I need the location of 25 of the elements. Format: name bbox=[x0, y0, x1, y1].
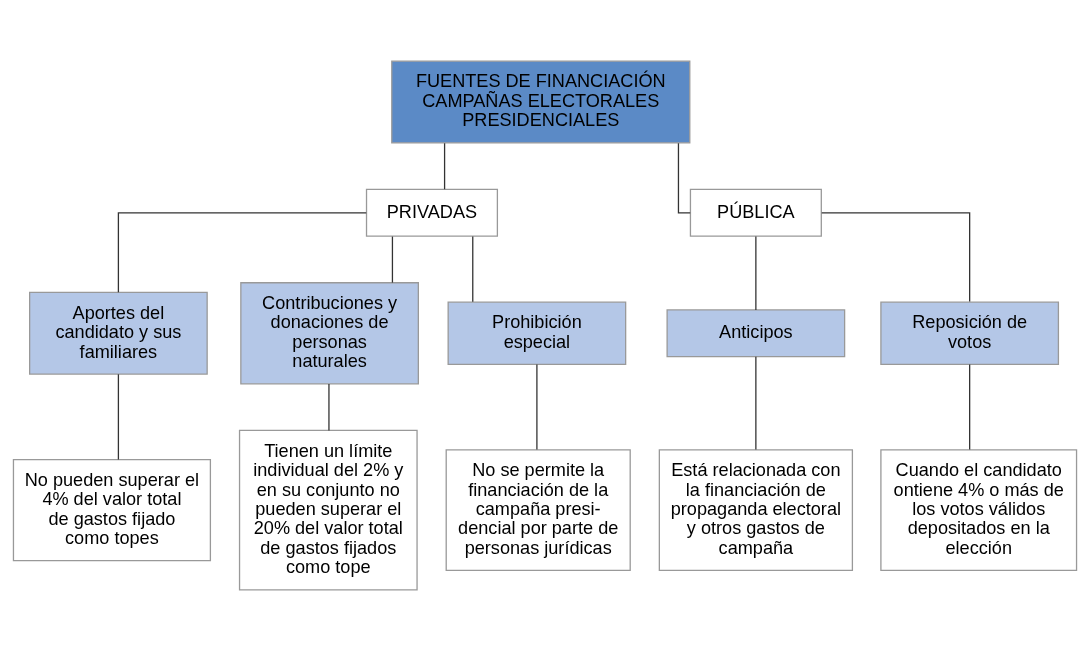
node-box: No pueden superar el 4% del valor total de gastos fijado como topes bbox=[12, 458, 212, 561]
connector bbox=[536, 363, 538, 450]
connector bbox=[391, 235, 394, 283]
connector bbox=[117, 211, 367, 293]
connector bbox=[677, 142, 691, 213]
node-box: PÚBLICA bbox=[689, 188, 822, 237]
connector bbox=[117, 373, 120, 460]
node-box: FUENTES DE FINANCIACIÓN CAMPAÑAS ELECTORALES PRESIDENCIALES bbox=[391, 60, 691, 143]
connector bbox=[328, 382, 330, 431]
node-box: Reposición de votos bbox=[880, 301, 1060, 365]
connector bbox=[821, 211, 971, 302]
connector bbox=[969, 363, 971, 450]
node-box: No se permite la financiación de la campaña presi- dencial por parte de personas jurídicas bbox=[445, 448, 631, 571]
node-box: Aportes del candidato y sus familiares bbox=[29, 291, 208, 375]
node-box: Prohibición especial bbox=[447, 301, 627, 365]
node-box: Contribuciones y donaciones de personas naturales bbox=[240, 281, 419, 384]
node-box: PRIVADAS bbox=[365, 188, 499, 237]
connector bbox=[755, 355, 757, 450]
node-box: Cuando el candidato ontiene 4% o más de los votos válidos depositados en la elección bbox=[880, 448, 1078, 571]
node-box: Tienen un límite individual del 2% y en su conjunto no pueden superar el 20% del valor total de gastos fijados como tope bbox=[238, 429, 418, 590]
connector bbox=[472, 235, 474, 302]
node-box: Anticipos bbox=[666, 308, 846, 357]
connector bbox=[755, 235, 757, 311]
node-box: Está relacionada con la financiación de propaganda electoral y otros gastos de campaña bbox=[658, 448, 854, 571]
connector bbox=[443, 142, 446, 190]
